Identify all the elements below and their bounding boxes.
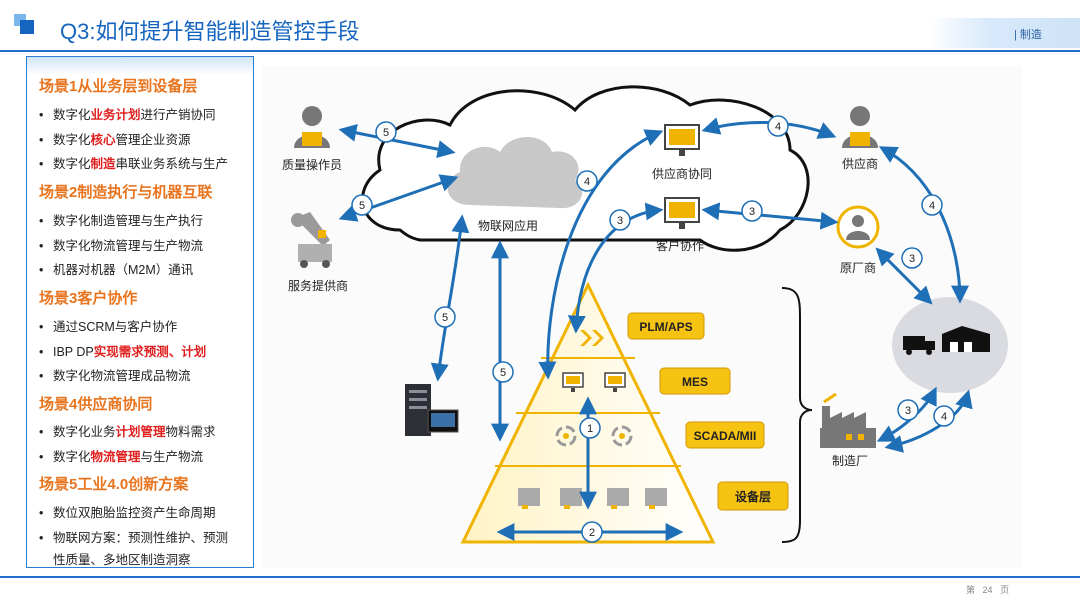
svg-text:4: 4	[584, 176, 590, 188]
layer-mes-box	[659, 367, 731, 395]
svg-text:5: 5	[383, 127, 389, 139]
supplier-label: 供应商	[842, 156, 878, 171]
scenario-1-bullet-1: •数字化业务计划进行产销协同	[39, 108, 216, 122]
scenario-4-bullet-2: •数字化物流管理与生产物流	[39, 450, 204, 464]
header-bar: Q3:如何提升智能制造管控手段 | 制造	[0, 0, 1080, 52]
layer-scada-label: SCADA/MII	[694, 429, 757, 443]
scenario-3-bullet-3: •数字化物流管理成品物流	[39, 369, 191, 383]
svg-text:3: 3	[905, 405, 911, 417]
scenario-2-bullet-2: •数字化物流管理与生产物流	[39, 239, 204, 253]
badge-1-vertical: 1	[579, 417, 601, 439]
warehouse-icon	[942, 326, 990, 352]
badge-5-quality: 5	[375, 121, 397, 143]
scada-refresh-icon-right	[611, 425, 633, 447]
scenario-2-bullet-3: •机器对机器（M2M）通讯	[39, 263, 194, 277]
scenario-1-title: 场景1从业务层到设备层	[39, 78, 198, 95]
scenario-3-bullet-2: •IBP DP实现需求预测、计划	[39, 345, 207, 359]
server-icon	[405, 384, 459, 436]
page-title: Q3:如何提升智能制造管控手段	[60, 19, 360, 44]
header-tag-bar	[930, 18, 1080, 48]
factory-icon	[820, 392, 876, 448]
scenario-5-bullet-1: •数位双胞胎监控资产生命周期	[39, 506, 216, 520]
truck-icon	[903, 336, 935, 355]
svg-text:5: 5	[442, 312, 448, 324]
oem-person-icon	[836, 205, 880, 249]
customer-collab-label: 客户协作	[656, 238, 704, 253]
oem-label: 原厂商	[840, 260, 876, 275]
badge-3-customer-collab: 3	[609, 209, 631, 231]
badge-5-service: 5	[351, 194, 373, 216]
svg-text:4: 4	[941, 411, 947, 423]
badge-4-supplier-collab: 4	[576, 170, 598, 192]
badge-5-server: 5	[434, 306, 456, 328]
panel-header-gradient	[27, 57, 253, 75]
layer-device-label: 设备层	[735, 489, 771, 504]
badge-4-top: 4	[767, 115, 789, 137]
supplier-collab-monitor-icon	[664, 124, 700, 156]
scenario-3-title: 场景3客户协作	[39, 290, 138, 307]
svg-text:5: 5	[359, 200, 365, 212]
scenario-2-title: 场景2制造执行与机器互联	[39, 184, 213, 201]
layer-plm-label: PLM/APS	[639, 320, 692, 334]
svg-text:3: 3	[749, 206, 755, 218]
service-provider-label: 服务提供商	[288, 278, 348, 293]
header-tag: | 制造	[1014, 29, 1042, 41]
scenario-5-bullet-2: •物联网方案：预测性维护、预测	[39, 531, 229, 545]
factory-label: 制造厂	[832, 454, 868, 468]
title-underline	[0, 50, 1080, 52]
layer-device-box	[717, 481, 789, 511]
layer-mes-label: MES	[682, 375, 708, 389]
footer-line	[0, 576, 1080, 578]
badge-4-factory: 4	[933, 405, 955, 427]
bracket	[781, 287, 813, 543]
scenario-panel: 场景1从业务层到设备层 •数字化业务计划进行产销协同 •数字化核心管理企业资源 …	[26, 56, 254, 568]
iot-architecture-diagram: 物联网应用 PLM/APS MES	[262, 66, 1022, 568]
quality-operator-icon	[294, 106, 330, 148]
scenario-2-bullet-1: •数字化制造管理与生产执行	[39, 214, 204, 228]
supplier-person-icon	[842, 106, 878, 148]
page-number: 第 24 页	[966, 585, 1010, 595]
supplier-collab-label: 供应商协同	[652, 166, 712, 181]
badge-3-factory: 3	[897, 399, 919, 421]
svg-text:1: 1	[587, 423, 593, 435]
badge-4-supplier-right: 4	[921, 194, 943, 216]
scenario-4-bullet-1: •数字化业务计划管理物料需求	[39, 425, 216, 439]
service-provider-icon	[291, 212, 332, 268]
svg-text:3: 3	[617, 215, 623, 227]
svg-text:4: 4	[775, 121, 781, 133]
iot-app-label: 物联网应用	[478, 218, 538, 233]
customer-collab-monitor-icon	[664, 197, 700, 229]
device-machine-icons	[518, 488, 667, 509]
scenario-5-title: 场景5工业4.0创新方案	[39, 476, 189, 493]
svg-text:4: 4	[929, 200, 935, 212]
scenario-1-bullet-2: •数字化核心管理企业资源	[39, 133, 191, 147]
svg-text:2: 2	[589, 527, 595, 539]
svg-text:5: 5	[500, 367, 506, 379]
badge-3-oem: 3	[741, 200, 763, 222]
badge-3-oem-right: 3	[901, 247, 923, 269]
layer-scada-box	[685, 421, 765, 449]
scenario-3-bullet-1: •通过SCRM与客户协作	[39, 320, 178, 334]
scada-refresh-icon-left	[555, 425, 577, 447]
title-decor-square-dark	[20, 20, 34, 34]
scenario-5-bullet-3: •性质量、多地区制造洞察	[53, 553, 191, 567]
badge-5-center: 5	[492, 361, 514, 383]
badge-2-horizontal: 2	[581, 521, 603, 543]
scenario-1-bullet-3: •数字化制造串联业务系统与生产	[39, 157, 229, 171]
svg-text:3: 3	[909, 253, 915, 265]
quality-operator-label: 质量操作员	[282, 157, 342, 172]
scenario-4-title: 场景4供应商协同	[39, 396, 153, 413]
